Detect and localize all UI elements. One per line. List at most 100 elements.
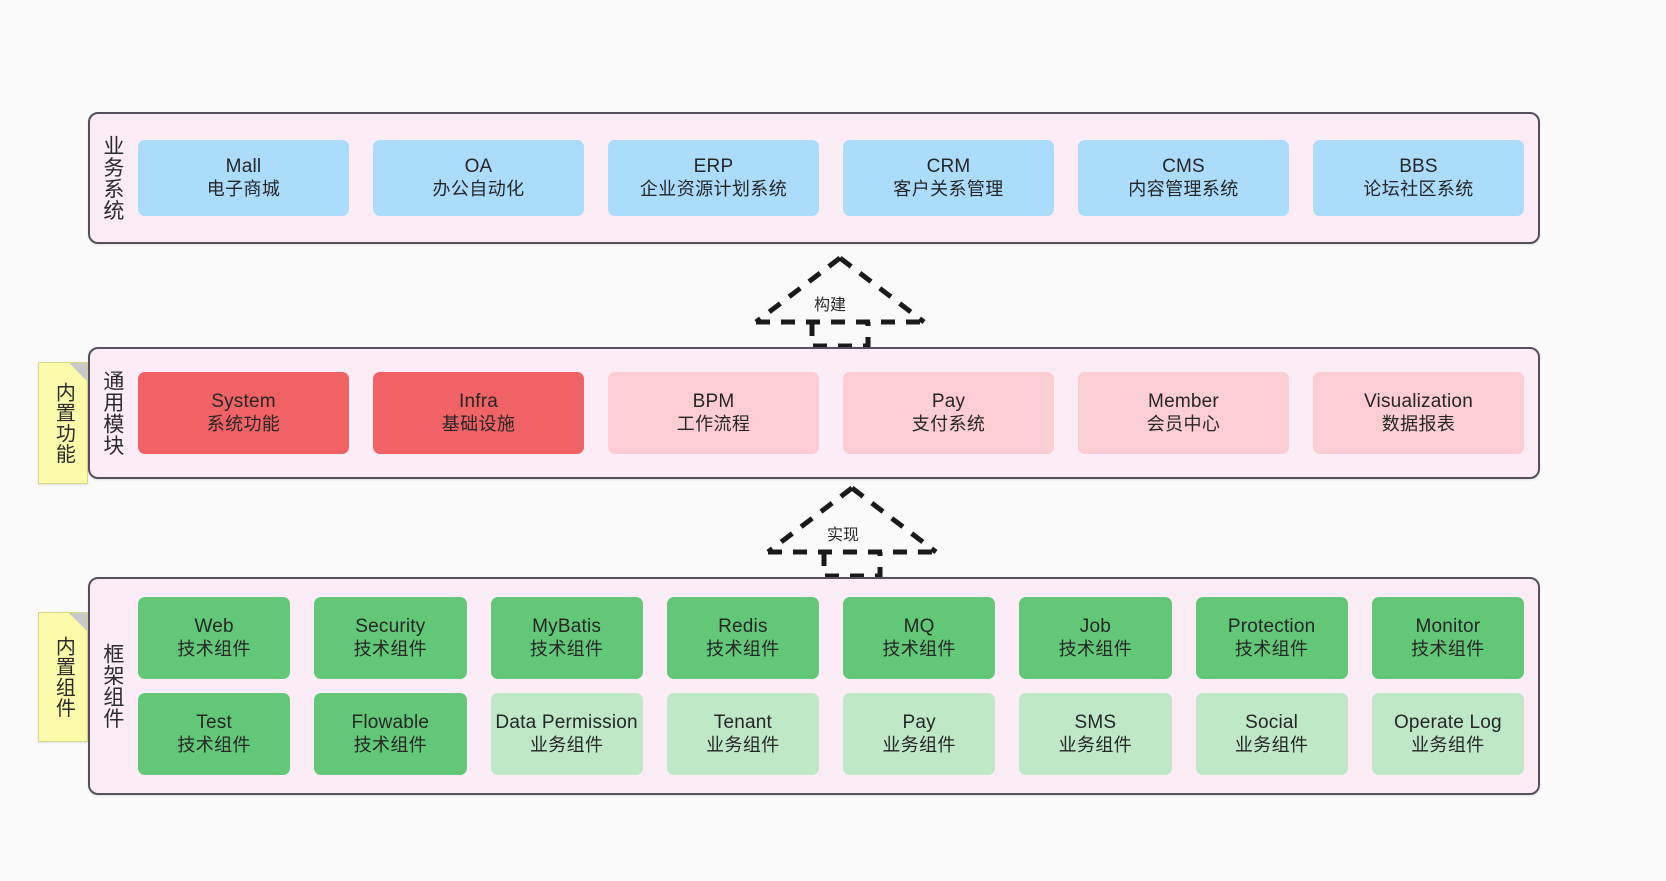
module-card-title: SMS bbox=[1074, 712, 1117, 734]
module-card-title: MyBatis bbox=[532, 616, 602, 638]
module-card-title: Mall bbox=[225, 156, 262, 178]
module-card-title: Pay bbox=[931, 391, 966, 413]
module-card-title: Visualization bbox=[1364, 391, 1473, 413]
module-card-title: Tenant bbox=[713, 712, 772, 734]
module-card-title: Protection bbox=[1227, 616, 1316, 638]
module-card-title: Infra bbox=[458, 391, 499, 413]
connector-implement-label: 实现 bbox=[825, 521, 862, 545]
module-card-subtitle: 系统功能 bbox=[206, 413, 281, 434]
module-card-title: Pay bbox=[902, 712, 936, 734]
layer-common-title: 通用模块 bbox=[100, 370, 124, 456]
module-card-title: Monitor bbox=[1415, 616, 1481, 638]
module-card-subtitle: 技术组件 bbox=[353, 734, 428, 755]
module-card-title: OA bbox=[464, 156, 493, 178]
module-card-subtitle: 业务组件 bbox=[1058, 734, 1133, 755]
module-card-subtitle: 技术组件 bbox=[1058, 638, 1133, 659]
module-card-subtitle: 技术组件 bbox=[529, 638, 604, 659]
layer-business-title: 业务系统 bbox=[100, 135, 124, 221]
sticky-fold-icon bbox=[69, 363, 87, 381]
module-card-title: Test bbox=[196, 712, 232, 734]
module-card-title: BPM bbox=[692, 391, 735, 413]
module-card-subtitle: 办公自动化 bbox=[432, 178, 525, 199]
module-card-subtitle: 企业资源计划系统 bbox=[639, 178, 788, 199]
module-card-title: ERP bbox=[693, 156, 734, 178]
module-card-subtitle: 会员中心 bbox=[1146, 413, 1221, 434]
module-card-title: Data Permission bbox=[495, 712, 638, 734]
module-card-subtitle: 技术组件 bbox=[1411, 638, 1485, 659]
module-card-title: Job bbox=[1079, 616, 1111, 638]
module-card-subtitle: 支付系统 bbox=[911, 413, 986, 434]
module-card-subtitle: 电子商城 bbox=[206, 178, 281, 199]
module-card-subtitle: 技术组件 bbox=[353, 638, 428, 659]
module-card-subtitle: 内容管理系统 bbox=[1128, 178, 1239, 199]
module-card-subtitle: 技术组件 bbox=[177, 734, 251, 755]
module-card-title: Web bbox=[194, 616, 234, 638]
module-card-subtitle: 业务组件 bbox=[1411, 734, 1485, 755]
sticky-note-builtin-component-label: 内置组件 bbox=[52, 636, 75, 718]
module-card-title: BBS bbox=[1399, 156, 1438, 178]
module-card-title: Flowable bbox=[351, 712, 430, 734]
sticky-fold-icon bbox=[69, 613, 87, 631]
module-card-subtitle: 技术组件 bbox=[177, 638, 251, 659]
module-card-subtitle: 客户关系管理 bbox=[893, 178, 1004, 199]
module-card-subtitle: 基础设施 bbox=[441, 413, 516, 434]
module-card-subtitle: 工作流程 bbox=[676, 413, 751, 434]
module-card-subtitle: 业务组件 bbox=[882, 734, 956, 755]
connector-build-label: 构建 bbox=[812, 291, 849, 315]
module-card-subtitle: 业务组件 bbox=[529, 734, 604, 755]
module-card-subtitle: 技术组件 bbox=[882, 638, 956, 659]
module-card-title: System bbox=[211, 391, 276, 413]
module-card-title: Operate Log bbox=[1393, 712, 1502, 734]
sticky-note-builtin-component: 内置组件 bbox=[38, 612, 88, 742]
module-card-subtitle: 数据报表 bbox=[1381, 413, 1456, 434]
module-card-subtitle: 业务组件 bbox=[1234, 734, 1309, 755]
sticky-note-builtin-feature: 内置功能 bbox=[38, 362, 88, 484]
module-card-title: CMS bbox=[1162, 156, 1205, 178]
module-card-title: Social bbox=[1245, 712, 1299, 734]
module-card-title: CRM bbox=[926, 156, 971, 178]
module-card-subtitle: 论坛社区系统 bbox=[1363, 178, 1474, 199]
module-card-subtitle: 业务组件 bbox=[706, 734, 780, 755]
sticky-note-builtin-feature-label: 内置功能 bbox=[52, 382, 75, 464]
module-card-title: Redis bbox=[718, 616, 768, 638]
